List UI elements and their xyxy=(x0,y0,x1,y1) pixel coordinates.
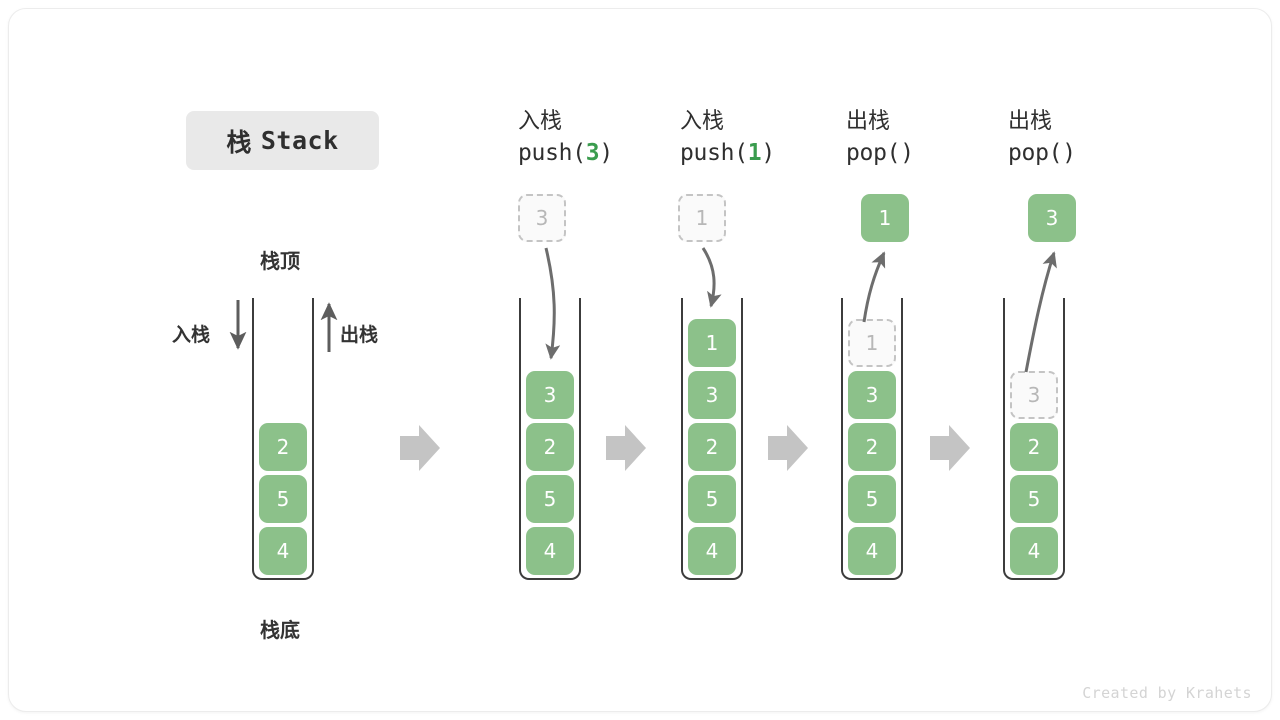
stack-tube-pop-3 xyxy=(1003,298,1065,580)
floating-item-push-1: 1 xyxy=(678,194,726,242)
column-header-push-3: 入栈 push(3) xyxy=(518,107,613,169)
stack-item: 5 xyxy=(1010,475,1058,523)
stack-item: 4 xyxy=(526,527,574,575)
stack-item: 2 xyxy=(848,423,896,471)
stack-bottom-label: 栈底 xyxy=(260,618,300,642)
title-cjk: 栈 xyxy=(226,127,252,157)
column-header-pop-3: 出栈 pop() xyxy=(1008,107,1076,169)
column-header-code: pop() xyxy=(846,137,914,169)
stack-item: 3 xyxy=(688,371,736,419)
stack-tube-push-3 xyxy=(519,298,581,580)
stack-item: 1 xyxy=(688,319,736,367)
stack-item: 2 xyxy=(1010,423,1058,471)
code-suffix: ) xyxy=(900,140,914,166)
code-arg: 3 xyxy=(585,140,600,166)
stack-item: 5 xyxy=(848,475,896,523)
stack-item: 4 xyxy=(1010,527,1058,575)
column-header-cjk: 入栈 xyxy=(680,109,725,134)
push-direction-label: 入栈 xyxy=(172,324,211,346)
column-header-cjk: 出栈 xyxy=(1008,109,1053,134)
code-suffix: ) xyxy=(761,140,775,166)
column-header-code: push(3) xyxy=(518,137,613,169)
stack-item: 4 xyxy=(848,527,896,575)
ghost-stack-item: 3 xyxy=(1010,371,1058,419)
stack-item: 5 xyxy=(688,475,736,523)
code-suffix: ) xyxy=(599,140,613,166)
stack-item: 5 xyxy=(259,475,307,523)
stack-tube-push-1 xyxy=(681,298,743,580)
stack-item: 2 xyxy=(526,423,574,471)
code-prefix: push( xyxy=(518,140,586,166)
stack-item: 4 xyxy=(259,527,307,575)
diagram-title: 栈 Stack xyxy=(186,111,379,170)
column-header-push-1: 入栈 push(1) xyxy=(680,107,775,169)
ghost-stack-item: 1 xyxy=(848,319,896,367)
stack-item: 4 xyxy=(688,527,736,575)
title-latin: Stack xyxy=(260,126,339,155)
code-prefix: pop( xyxy=(846,140,901,166)
stack-item: 5 xyxy=(526,475,574,523)
column-header-cjk: 入栈 xyxy=(518,109,563,134)
column-header-code: pop() xyxy=(1008,137,1076,169)
code-suffix: ) xyxy=(1062,140,1076,166)
code-prefix: push( xyxy=(680,140,748,166)
column-header-pop-1: 出栈 pop() xyxy=(846,107,914,169)
credit-text: Created by Krahets xyxy=(1082,684,1252,702)
stack-item: 2 xyxy=(259,423,307,471)
column-header-cjk: 出栈 xyxy=(846,109,891,134)
code-prefix: pop( xyxy=(1008,140,1063,166)
stack-top-label: 栈顶 xyxy=(260,249,300,273)
stack-tube-initial xyxy=(252,298,314,580)
stack-item: 3 xyxy=(848,371,896,419)
stack-tube-pop-1 xyxy=(841,298,903,580)
pop-direction-label: 出栈 xyxy=(340,324,379,346)
floating-item-pop-3: 3 xyxy=(1028,194,1076,242)
floating-item-push-3: 3 xyxy=(518,194,566,242)
stack-item: 2 xyxy=(688,423,736,471)
column-header-code: push(1) xyxy=(680,137,775,169)
floating-item-pop-1: 1 xyxy=(861,194,909,242)
code-arg: 1 xyxy=(747,140,762,166)
stack-item: 3 xyxy=(526,371,574,419)
